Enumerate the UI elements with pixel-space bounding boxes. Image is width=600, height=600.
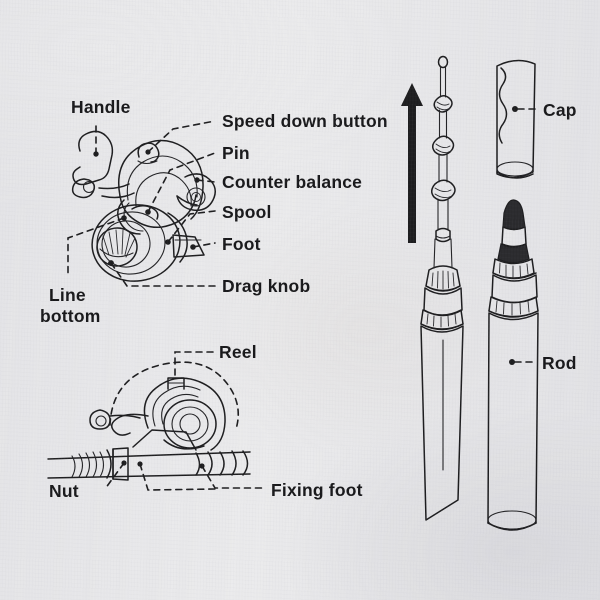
leader-nut xyxy=(104,462,125,490)
reel-counter-balance xyxy=(176,173,216,212)
reel-speed-down-button xyxy=(137,142,160,165)
callout-leaders-reel-detail xyxy=(67,120,216,287)
leader-fixing-foot-right xyxy=(201,465,265,489)
reel-drag-knob xyxy=(96,227,138,267)
label-rod: Rod xyxy=(542,353,577,373)
rod-guide-3 xyxy=(431,179,456,202)
label-line-bottom-1: Line xyxy=(49,285,86,305)
nut-threads xyxy=(71,447,129,481)
label-reel: Reel xyxy=(219,342,257,362)
label-foot: Foot xyxy=(222,234,261,254)
rod-guide-2 xyxy=(432,135,455,156)
label-nut: Nut xyxy=(49,481,79,501)
rod-collar-a xyxy=(425,265,461,292)
cap-bottom-ellipse xyxy=(496,171,534,179)
rod-guide-1 xyxy=(433,95,453,113)
label-line-bottom-2: bottom xyxy=(40,306,101,326)
label-fixing-foot: Fixing foot xyxy=(271,480,363,500)
leader-pin xyxy=(147,152,216,213)
figure-reel-mounted xyxy=(47,361,251,481)
leader-spool xyxy=(167,210,216,243)
label-counter-balance: Counter balance xyxy=(222,172,362,192)
leader-fixing-foot-left xyxy=(139,463,216,491)
callout-leaders-reel-mounted xyxy=(104,351,265,491)
label-spool: Spool xyxy=(222,202,272,222)
handle-tube-top xyxy=(47,451,251,460)
reel-callout-arc xyxy=(109,361,240,430)
label-drag-knob: Drag knob xyxy=(222,276,310,296)
reel-handle-arm xyxy=(71,130,135,199)
cap-highlight xyxy=(498,67,508,144)
cap-callout-dot xyxy=(512,106,518,112)
label-pin: Pin xyxy=(222,143,250,163)
collapsed-collar-a xyxy=(492,258,537,280)
leader-foot xyxy=(192,242,216,248)
leader-line-bottom xyxy=(67,217,125,275)
rod-callout-dot xyxy=(509,359,515,365)
leader-counter-balance xyxy=(196,179,216,183)
figure-reel-detail xyxy=(71,130,216,282)
rod-grip-tube xyxy=(420,325,464,521)
collapsed-grip-body xyxy=(487,312,539,531)
label-handle: Handle xyxy=(71,97,131,117)
leader-speed-down-button xyxy=(147,120,216,153)
label-cap: Cap xyxy=(543,100,577,120)
collapsed-collar-b xyxy=(488,296,539,318)
extension-arrow xyxy=(401,83,423,243)
figure-cap xyxy=(496,59,536,179)
figure-rod-extended xyxy=(420,55,464,521)
mounted-reel-body xyxy=(89,377,226,451)
fixing-foot-bands xyxy=(195,450,249,476)
handle-tube-bottom xyxy=(47,473,251,479)
rod-collar-b xyxy=(420,309,464,331)
figure-rod-collapsed xyxy=(487,199,539,531)
leader-drag-knob xyxy=(110,262,216,287)
label-speed-down-button: Speed down button xyxy=(222,111,388,131)
leader-reel xyxy=(174,351,214,376)
